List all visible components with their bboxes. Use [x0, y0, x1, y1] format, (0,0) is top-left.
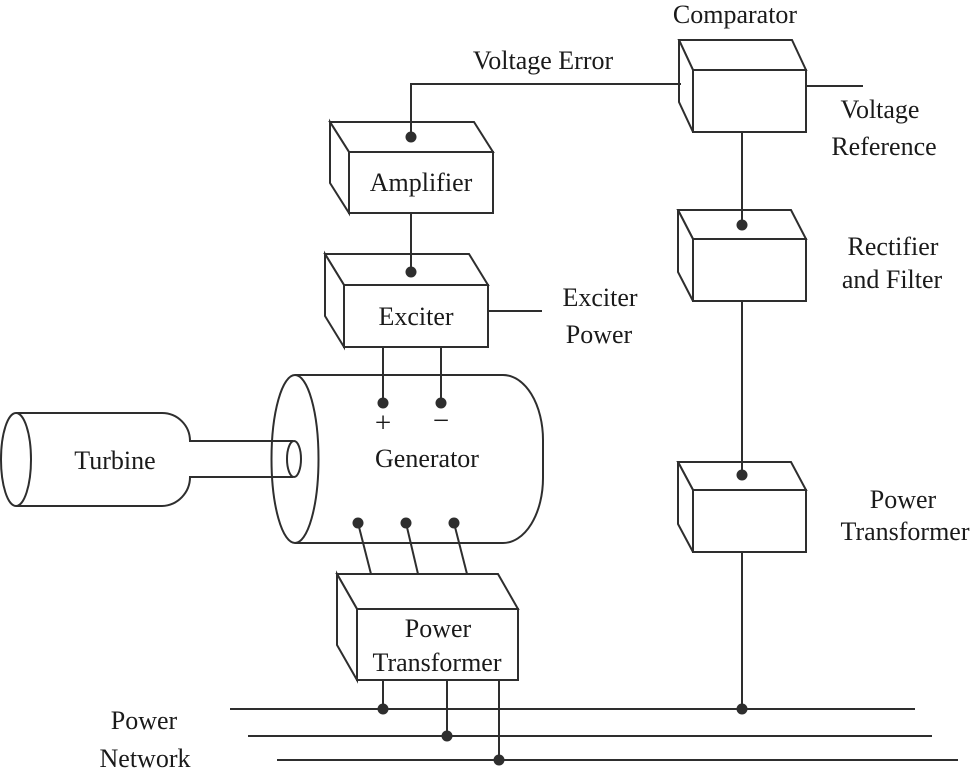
junction-dot-right-transformer-top: [736, 469, 748, 481]
turbine-cylinder: [0, 412, 293, 507]
bottom-transformer-label-line2: Transformer: [372, 648, 501, 677]
exciter-power-label-line1: Exciter: [562, 283, 637, 312]
exciter-label: Exciter: [378, 302, 453, 331]
generator-body: [295, 374, 544, 544]
turbine-shaft-bottom-line: [16, 476, 293, 507]
minus-terminal-label: −: [433, 405, 449, 437]
rectifier-filter-box: [676, 209, 808, 302]
rectifier-filter-label-line2: and Filter: [842, 265, 943, 294]
power-network-label-line2: Network: [100, 744, 191, 770]
junction-dot-bus1-leg1: [377, 703, 389, 715]
rectifier-front-face: [692, 238, 807, 302]
bottom-transformer-top-face: [335, 573, 520, 610]
bottom-transformer-front-face: [356, 608, 519, 681]
junction-dot-generator-phase-2: [400, 517, 412, 529]
plus-terminal-label: +: [375, 407, 391, 439]
power-network-label-line1: Power: [111, 706, 178, 735]
turbine-end-cap: [0, 412, 32, 507]
voltage-reference-label-line1: Voltage: [841, 95, 920, 124]
junction-dot-bus1-right: [736, 703, 748, 715]
generator-phase-line-1: [357, 522, 372, 575]
junction-dot-generator-minus: [435, 397, 447, 409]
rectifier-filter-label-line1: Rectifier: [848, 232, 939, 261]
voltage-error-label: Voltage Error: [473, 46, 614, 75]
junction-dot-amplifier-top: [405, 131, 417, 143]
turbine-label: Turbine: [74, 446, 155, 475]
generator-label: Generator: [375, 444, 479, 473]
amplifier-front-face: [348, 151, 494, 214]
voltage-reference-label-line2: Reference: [831, 132, 936, 161]
exciter-power-label-line2: Power: [566, 320, 633, 349]
comparator-box: [677, 39, 808, 133]
voltage-error-line: [410, 83, 681, 137]
bottom-power-transformer-box: [335, 570, 520, 684]
right-transformer-front-face: [692, 489, 807, 553]
exciter-box: [323, 250, 490, 351]
comparator-top-face: [677, 39, 808, 71]
junction-dot-generator-phase-1: [352, 517, 364, 529]
junction-dot-generator-plus: [377, 397, 389, 409]
generator-phase-line-2: [405, 522, 419, 575]
generator-cylinder: [270, 374, 544, 544]
right-power-transformer-box: [676, 461, 808, 553]
bottom-transformer-label-line1: Power: [405, 614, 472, 643]
shaft-end-cap: [286, 440, 302, 478]
junction-dot-bus3-leg3: [493, 754, 505, 766]
turbine-shaft-top-line: [16, 412, 293, 442]
amplifier-label: Amplifier: [370, 168, 473, 197]
junction-dot-generator-phase-3: [448, 517, 460, 529]
junction-dot-rectifier-top: [736, 219, 748, 231]
junction-dot-exciter-top: [405, 266, 417, 278]
exciter-front-face: [343, 284, 489, 348]
right-transformer-label-line1: Power: [870, 485, 937, 514]
comparator-front-face: [692, 69, 807, 133]
junction-dot-bus2-leg2: [441, 730, 453, 742]
generator-end-face: [270, 374, 320, 544]
comparator-label: Comparator: [673, 0, 798, 29]
generator-phase-line-3: [453, 522, 468, 575]
right-transformer-label-line2: Transformer: [840, 517, 969, 546]
